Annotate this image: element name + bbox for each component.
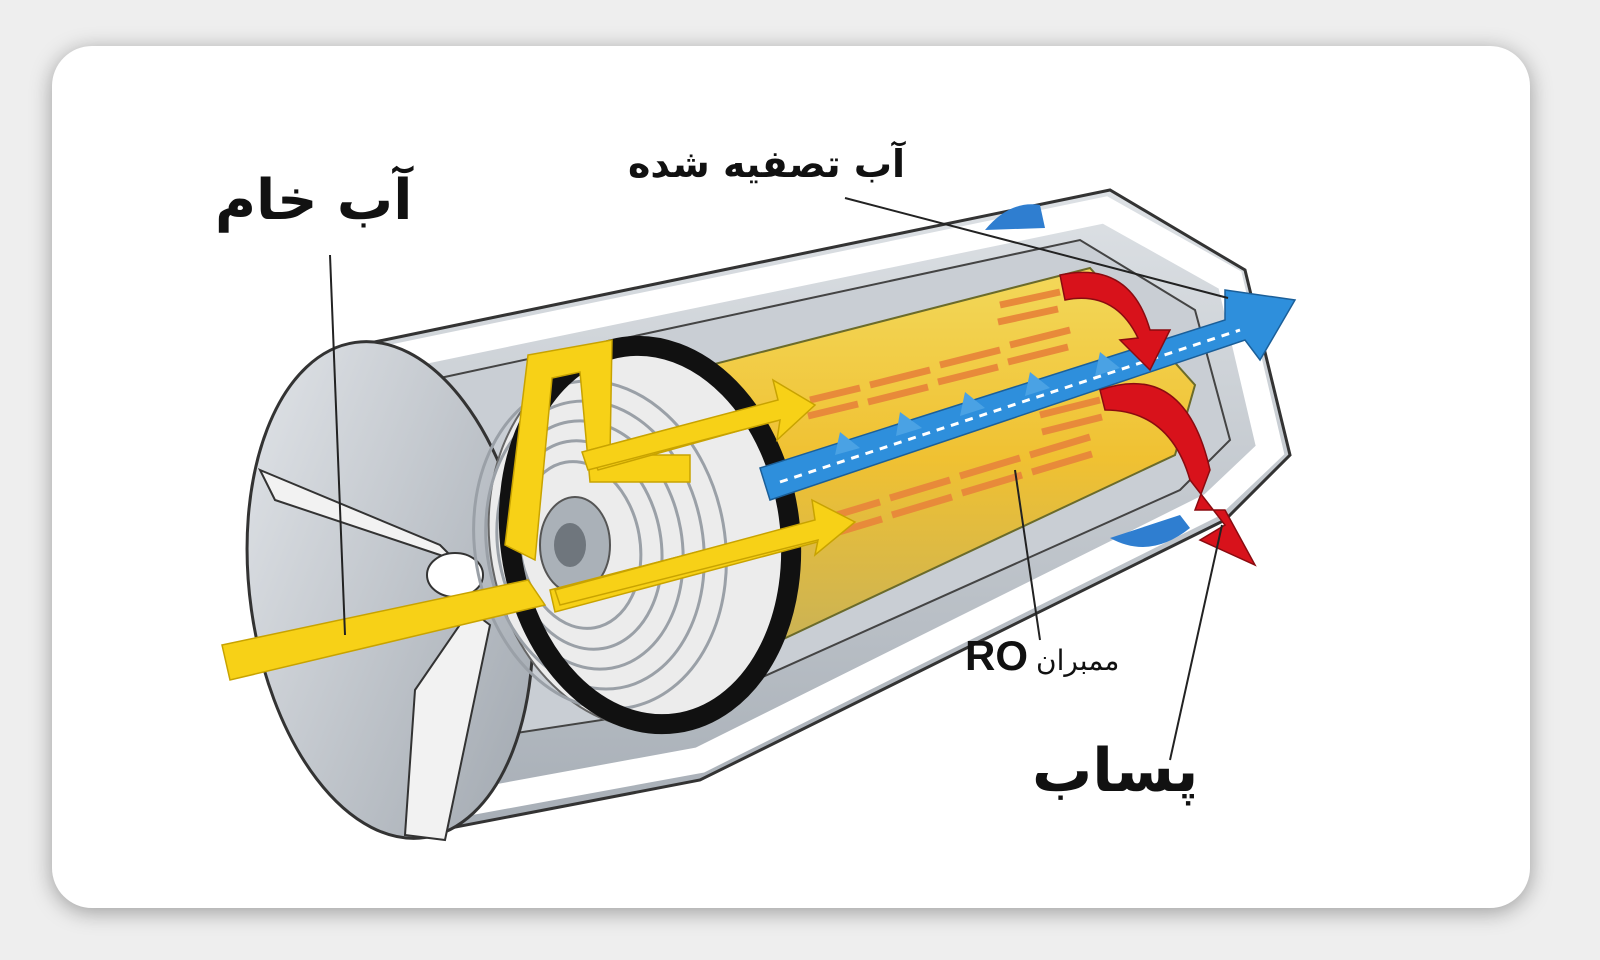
- membrane-label-prefix: ممبران: [1036, 644, 1119, 677]
- membrane-label: ممبرانRO: [965, 632, 1119, 680]
- waste-water-leader: [1170, 525, 1222, 760]
- purified-water-label: آب تصفیه شده: [628, 142, 905, 186]
- membrane-label-ro: RO: [965, 632, 1028, 679]
- waste-water-label: پساب: [1032, 736, 1198, 806]
- raw-water-label: آب خام: [215, 168, 412, 233]
